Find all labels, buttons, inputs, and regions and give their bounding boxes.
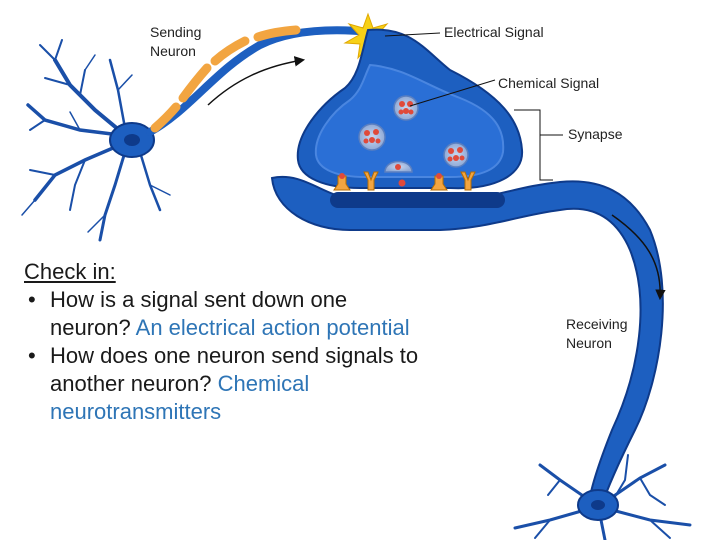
receiving-neuron-nucleus [591,500,605,510]
bullet-icon: • [28,287,36,312]
check-in-box: Check in: • How is a signal sent down on… [24,258,424,426]
synapse-bracket [514,109,563,181]
sending-neuron-label-line1: Sending [150,24,201,40]
electrical-signal-label: Electrical Signal [444,24,544,40]
receiving-neuron-dendrites [513,454,692,540]
receptors [333,171,476,191]
answer-text: Chemical neurotransmitters [50,371,310,424]
receiving-neuron-label: Receiving Neuron [566,316,631,351]
chemical-signal-leader [409,79,496,107]
sending-neuron-label-line2: Neuron [150,43,196,59]
electrical-signal-leader [384,32,441,37]
chemical-signal-label: Chemical Signal [498,75,599,91]
sending-neuron-label: Sending Neuron [150,24,205,59]
myelin-sheaths [150,25,301,133]
neurotransmitter-molecules [363,101,465,187]
terminal-inner-membrane [314,63,505,178]
postsynaptic-dark-band [330,192,505,208]
question-text: How is a signal sent down one neuron? [50,287,348,340]
sending-neuron-nucleus [124,134,140,146]
bound-neurotransmitters [339,173,442,179]
receiving-neuron-label-line2: Neuron [566,335,612,351]
question-item: • How is a signal sent down one neuron? … [24,286,424,342]
signal-arrow-sending [207,56,306,106]
synapse-label: Synapse [568,126,623,142]
answer-text: An electrical action potential [135,315,410,340]
receiving-neuron-label-line1: Receiving [566,316,627,332]
question-text: How does one neuron send signals to anot… [50,343,419,396]
question-item: • How does one neuron send signals to an… [24,342,424,426]
signal-arrow-receiving [611,214,666,301]
sending-neuron-dendrites [21,39,171,242]
sending-axon [146,26,376,136]
check-in-title: Check in: [24,259,116,284]
bullet-icon: • [28,343,36,368]
